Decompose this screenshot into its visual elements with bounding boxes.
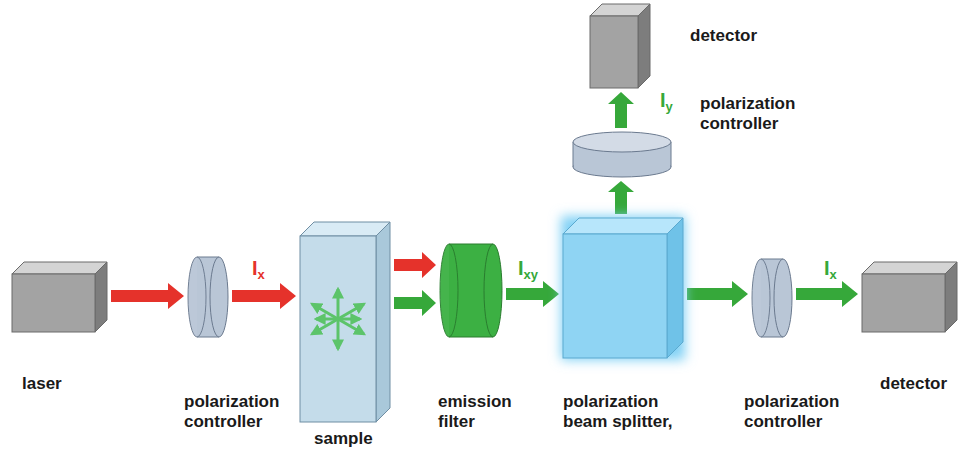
cube-glow — [561, 216, 685, 360]
part-label: polarization controller — [700, 94, 820, 135]
emission-arrow — [312, 304, 364, 334]
disk-edge — [197, 257, 219, 258]
beam-arrow — [111, 283, 184, 309]
disk-edge — [449, 337, 493, 338]
beam-arrow — [796, 281, 858, 307]
part-drawing — [12, 262, 107, 332]
optical-part: polarization beam splitter, — [563, 218, 683, 358]
part-label: detector — [880, 374, 947, 394]
emission-arrow — [312, 304, 364, 334]
beam-arrow — [506, 281, 559, 307]
beam-arrow — [394, 252, 436, 278]
box-side — [638, 4, 650, 88]
optical-part: polarization controller — [752, 258, 792, 338]
box-front — [590, 16, 638, 88]
sample-top — [300, 222, 390, 236]
emission-arrow — [316, 318, 360, 321]
optical-part: sample — [300, 222, 390, 422]
part-label: polarization controller — [184, 392, 299, 433]
disk-back — [484, 244, 502, 337]
part-label: emission filter — [438, 392, 530, 433]
part-label: detector — [690, 26, 757, 46]
disk-top — [573, 132, 671, 152]
beam-arrow — [687, 281, 748, 307]
disk-edge — [573, 142, 574, 167]
intensity-label: Ix — [252, 258, 265, 281]
part-label: polarization controller — [744, 392, 859, 433]
box-front — [12, 274, 95, 332]
part-drawing — [590, 4, 650, 88]
optical-part: polarization controller — [572, 132, 672, 177]
box-top — [862, 262, 957, 274]
part-drawing — [752, 258, 792, 338]
intensity-label: Iy — [660, 90, 673, 113]
detector-box: detector — [862, 262, 957, 332]
part-drawing — [440, 243, 502, 338]
part-drawing — [563, 218, 683, 358]
sample-side — [376, 222, 390, 422]
intensity-label: Ix — [824, 258, 837, 281]
cube-side — [667, 218, 683, 358]
disk-edge — [449, 244, 493, 245]
box-side — [95, 262, 107, 332]
disk-edge — [761, 337, 783, 338]
detector-box: detector — [590, 4, 650, 88]
disk-edge — [761, 259, 783, 260]
part-label: sample — [314, 429, 373, 449]
part-drawing — [572, 132, 672, 177]
emission-star — [312, 289, 364, 349]
disk-back — [210, 257, 228, 337]
part-drawing — [300, 222, 390, 422]
optical-part: emission filter — [440, 243, 502, 338]
beam-arrow — [232, 283, 296, 309]
box-side — [945, 262, 957, 332]
box-front — [862, 274, 945, 332]
beam-arrow — [608, 92, 634, 128]
cube-top — [563, 218, 683, 234]
intensity-label: Ixy — [518, 258, 538, 281]
cube-front — [563, 234, 667, 358]
optical-part: laser — [12, 262, 107, 332]
part-label: polarization beam splitter, — [563, 392, 695, 433]
box-top — [12, 262, 107, 274]
beam-arrow — [608, 181, 634, 214]
beam-arrow — [394, 290, 436, 316]
disk-face — [752, 259, 770, 337]
disk-edge — [197, 337, 219, 338]
disk-face — [188, 257, 206, 337]
disk-back — [774, 259, 792, 337]
disk-face — [440, 244, 458, 337]
part-drawing — [188, 256, 228, 338]
part-label: laser — [22, 374, 62, 394]
optical-part: polarization controller — [188, 256, 228, 338]
sample-front — [300, 236, 376, 422]
part-drawing — [862, 262, 957, 332]
disk-edge — [671, 142, 672, 167]
